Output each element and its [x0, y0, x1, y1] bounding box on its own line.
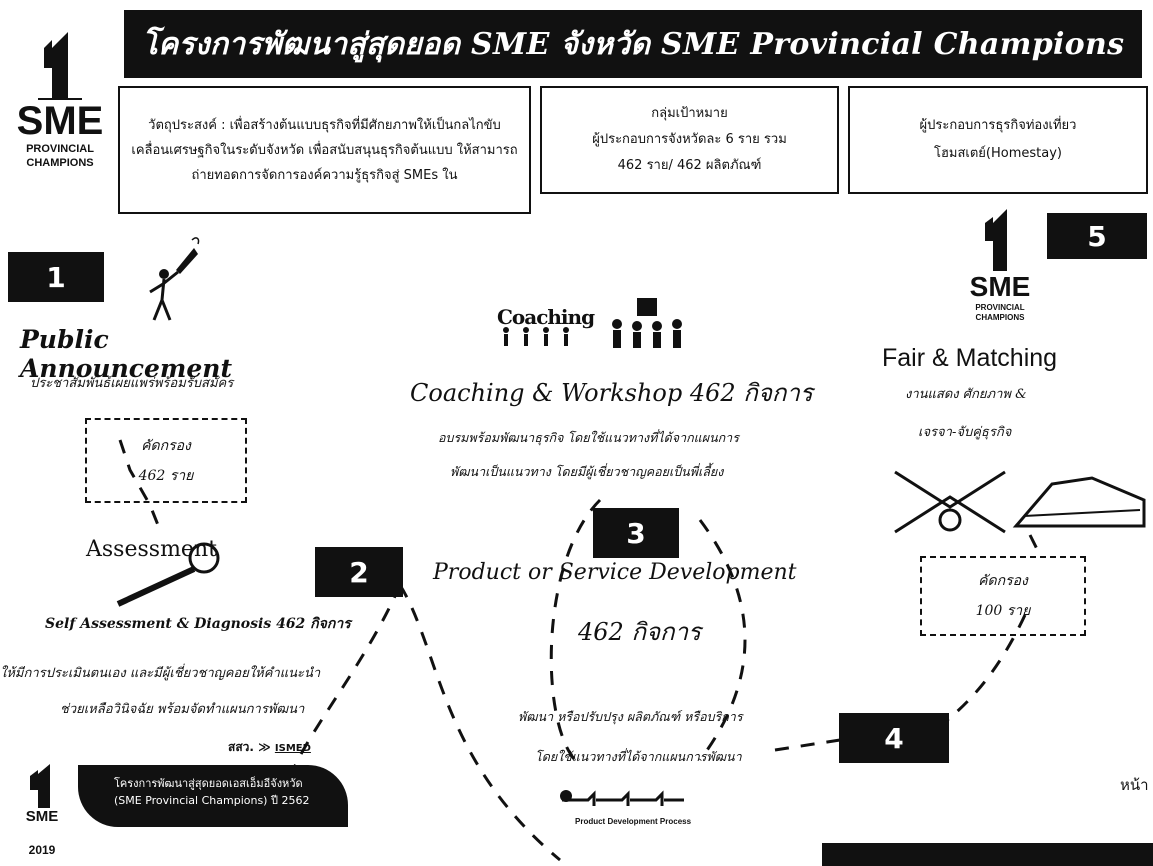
- org-osmep: สสว.: [228, 740, 254, 754]
- footer-logo-sme: SME: [25, 808, 59, 825]
- champion-figure-icon: [38, 32, 82, 100]
- objective-box: วัตถุประสงค์ : เพื่อสร้างต้นแบบธุรกิจที่…: [118, 86, 531, 214]
- step-5-desc-1: งานแสดง ศักยภาพ &: [905, 387, 1027, 402]
- logo-champions-text: CHAMPIONS: [26, 157, 94, 169]
- step-1-screening-box: คัดกรอง 462 ราย: [85, 418, 247, 503]
- step-5-screening-label: คัดกรอง: [978, 573, 1028, 589]
- step-4-desc-1: พัฒนา หรือปรับปรุง ผลิตภัณฑ์ หรือบริการ: [518, 709, 743, 724]
- step-1-screening-count: 462 ราย: [138, 467, 194, 484]
- org-ismed: ISMED: [274, 743, 311, 754]
- product-process-label: Product Development Process: [575, 817, 692, 826]
- logo5-sme-text: SME: [969, 271, 1031, 302]
- step-5-title: Fair & Matching: [882, 344, 1058, 372]
- step-3-badge: 3: [593, 508, 679, 558]
- coaching-desc-2: พัฒนาเป็นแนวทาง โดยมีผู้เชี่ยวชาญคอยเป็น…: [450, 464, 724, 479]
- step-1-badge: 1: [8, 252, 104, 302]
- page-label: หน้า: [1120, 776, 1149, 794]
- footer-year: 2019: [28, 843, 56, 857]
- target-count: 462 ราย/ 462 ผลิตภัณฑ์: [617, 158, 762, 173]
- tourism-line1: ผู้ประกอบการธุรกิจท่องเที่ยว: [919, 118, 1077, 133]
- project-banner-line1: โครงการพัฒนาสู่สุดยอดเอสเอ็มอีจังหวัด: [114, 777, 303, 790]
- target-detail: ผู้ประกอบการจังหวัดละ 6 ราย รวม: [592, 132, 787, 147]
- step-4-desc-2: โดยใช้แนวทางที่ได้จากแผนการพัฒนา: [535, 749, 742, 764]
- sme-champion-logo-icon: [985, 209, 1007, 271]
- ismed-org-label: สสว. ≫ ISMED: [228, 738, 311, 757]
- target-heading: กลุ่มเป้าหมาย: [651, 106, 728, 121]
- magnifier-icon: [116, 542, 220, 607]
- step-1-number: 1: [46, 260, 66, 294]
- chevron-right-icon: ≫: [258, 740, 271, 754]
- logo-sme-text: SME: [16, 99, 104, 143]
- step-2-title: Self Assessment & Diagnosis 462 กิจการ: [45, 616, 351, 632]
- step-5-badge: 5: [1047, 213, 1147, 259]
- step-5-screening-count: 100 ราย: [975, 603, 1031, 619]
- step-3-number: 3: [626, 516, 646, 550]
- product-dev-count: 462 กิจการ: [578, 618, 701, 646]
- product-process-arrows-icon: [560, 790, 684, 806]
- step-1-screening-label: คัดกรอง: [141, 437, 191, 454]
- project-banner-line2: (SME Provincial Champions) ปี 2562: [114, 794, 310, 807]
- footer-bar: [822, 843, 1153, 866]
- step-4-badge: 4: [839, 713, 949, 763]
- coaching-people-icon: [503, 327, 569, 346]
- megaphone-person-icon: [149, 237, 200, 321]
- step-1-desc: ประชาสัมพันธ์เผยแพร่พร้อมรับสมัคร: [30, 376, 234, 391]
- coaching-title: Coaching & Workshop 462 กิจการ: [410, 379, 813, 407]
- product-dev-title: Product or Service Development: [433, 560, 797, 585]
- target-group-box: กลุ่มเป้าหมาย ผู้ประกอบการจังหวัดละ 6 รา…: [540, 86, 839, 194]
- coaching-desc-1: อบรมพร้อมพัฒนาธุรกิจ โดยใช้แนวทางที่ได้จ…: [438, 430, 739, 445]
- step-1-title: Public Announcement: [20, 325, 232, 383]
- step-5-number: 5: [1087, 219, 1107, 253]
- step-2-desc-1: ให้มีการประเมินตนเอง และมีผู้เชี่ยวชาญคอ…: [0, 666, 321, 681]
- step-2-badge: 2: [315, 547, 403, 597]
- sme-logo: SME PROVINCIAL CHAMPIONS: [8, 28, 112, 208]
- step-4-number: 4: [884, 721, 904, 755]
- step-5-desc-2: เจรจา-จับคู่ธุรกิจ: [918, 425, 1012, 440]
- logo-provincial-text: PROVINCIAL: [26, 143, 94, 155]
- footer-champion-icon: [30, 764, 50, 808]
- objective-text: วัตถุประสงค์ : เพื่อสร้างต้นแบบธุรกิจที่…: [131, 117, 518, 183]
- page-title: โครงการพัฒนาสู่สุดยอด SME จังหวัด SME Pr…: [124, 10, 1142, 78]
- logo5-provincial-text: PROVINCIAL: [975, 303, 1025, 312]
- handshake-icon: [894, 470, 1006, 534]
- coaching-icon-label: Coaching: [497, 305, 595, 329]
- step-2-number: 2: [349, 555, 369, 589]
- exhibition-fair-icon: [1012, 476, 1146, 528]
- logo5-champions-text: CHAMPIONS: [975, 313, 1025, 322]
- project-banner: โครงการพัฒนาสู่สุดยอดเอสเอ็มอีจังหวัด (S…: [78, 765, 348, 827]
- tourism-box: ผู้ประกอบการธุรกิจท่องเที่ยว โฮมสเตย์(Ho…: [848, 86, 1148, 194]
- step-5-screening-box: คัดกรอง 100 ราย: [920, 556, 1086, 636]
- step-2-desc-2: ช่วยเหลือวินิจฉัย พร้อมจัดทำแผนการพัฒนา: [60, 702, 305, 717]
- tourism-line2: โฮมสเตย์(Homestay): [934, 146, 1062, 161]
- workshop-group-icon: [612, 298, 682, 348]
- assessment-label: Assessment: [86, 537, 217, 562]
